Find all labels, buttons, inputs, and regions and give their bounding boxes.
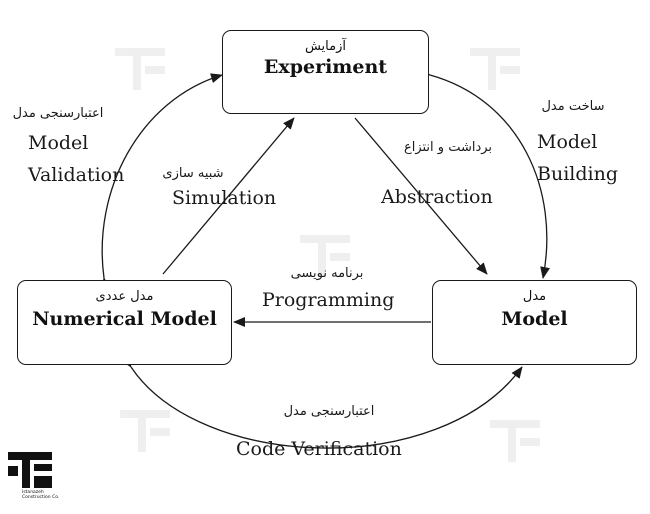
model-building-arrow (418, 67, 550, 279)
programming-label-en: Programming (262, 289, 395, 311)
abstraction-label-fa: برداشت و انتزاع (403, 140, 493, 155)
numerical-model-box: مدل عددی Numerical Model (17, 280, 232, 365)
code-verification-arrow (120, 355, 523, 449)
model-validation-label-en-1: Model (28, 132, 89, 154)
abstraction-label-en: Abstraction (381, 186, 493, 208)
simulation-label-en: Simulation (172, 187, 277, 209)
numerical-model-label-fa: مدل عددی (95, 289, 154, 304)
experiment-label-fa: آزمایش (304, 39, 346, 54)
experiment-label-en: Experiment (263, 56, 388, 78)
model-validation-label-en-2: Validation (28, 164, 125, 186)
company-logo: Istanazeh Construction Co. (8, 452, 66, 508)
model-box: مدل Model (432, 280, 637, 365)
abstraction-arrow (354, 117, 488, 275)
model-building-label-en-2: Building (537, 163, 618, 185)
model-building-label-en-1: Model (537, 131, 598, 153)
numerical-model-label-en: Numerical Model (32, 308, 217, 330)
watermark-tile (120, 410, 170, 452)
watermark-tile (490, 420, 540, 462)
watermark-tile (115, 48, 165, 90)
simulation-label-fa: شبیه سازی (162, 166, 224, 181)
model-label-en: Model (501, 308, 568, 330)
model-building-label-fa: ساخت مدل (541, 99, 605, 114)
watermark-tile (300, 235, 350, 277)
model-validation-label-fa: اعتبارسنجی مدل (12, 106, 104, 121)
experiment-box: آزمایش Experiment (222, 30, 429, 114)
code-verification-label-en: Code Verification (236, 438, 402, 460)
company-logo-text: Istanazeh Construction Co. (22, 490, 60, 500)
programming-label-fa: برنامه نویسی (290, 266, 364, 281)
model-validation-arrow (100, 73, 223, 290)
simulation-arrow (162, 117, 295, 275)
model-label-fa: مدل (522, 289, 547, 304)
code-verification-label-fa: اعتبارسنجی مدل (283, 404, 375, 419)
